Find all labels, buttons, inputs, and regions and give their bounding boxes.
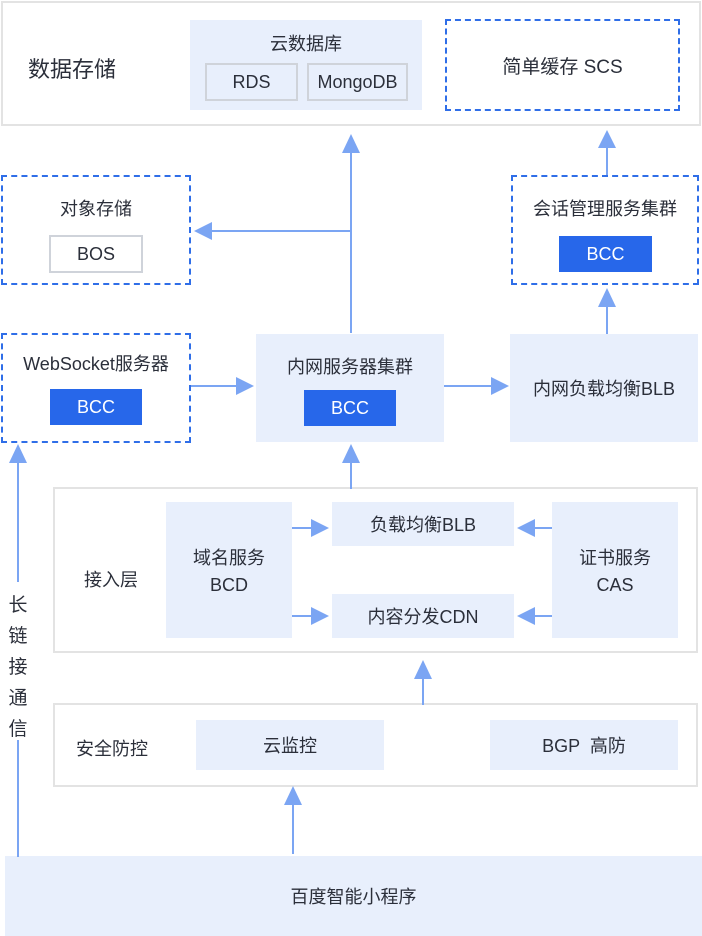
certificate-service-line2: CAS (596, 574, 634, 595)
object-storage-box (1, 175, 191, 285)
cdn-box: 内容分发CDN (332, 594, 514, 638)
long-connection-char: 通 (8, 688, 28, 709)
simple-cache-scs-box: 简单缓存 SCS (445, 19, 680, 111)
domain-service-bcd-box (166, 502, 292, 638)
arrowhead-up-icon (284, 786, 302, 805)
websocket-server-title: WebSocket服务器 (23, 354, 169, 374)
long-connection-char: 长 (8, 595, 28, 616)
arrowhead-up-icon (598, 130, 616, 148)
security-layer-label: 安全防控 (76, 739, 148, 759)
mongodb-box: MongoDB (307, 63, 408, 101)
domain-service-line2: BCD (209, 574, 248, 595)
session-cluster-title: 会话管理服务集群 (533, 199, 677, 219)
long-connection-char: 接 (8, 657, 28, 678)
intranet-cluster-title: 内网服务器集群 (287, 357, 413, 377)
arrowhead-up-icon (9, 444, 27, 463)
arrowhead-right-icon (236, 377, 254, 395)
session-bcc-badge: BCC (559, 236, 652, 272)
arrowhead-right-icon (491, 377, 509, 395)
certificate-service-cas-box (552, 502, 678, 638)
websocket-bcc-badge: BCC (50, 389, 142, 425)
access-layer-label: 接入层 (84, 570, 138, 590)
arrowhead-up-icon (342, 134, 360, 153)
long-connection-char: 信 (8, 719, 28, 740)
intranet-load-balancer-box: 内网负载均衡BLB (510, 334, 698, 442)
arrowhead-up-icon (414, 660, 432, 679)
baidu-smart-mini-program-box: 百度智能小程序 (5, 856, 702, 936)
arrowhead-right-icon (311, 607, 329, 625)
arrowhead-left-icon (517, 519, 535, 537)
bgp-anti-ddos-box: BGP 高防 (490, 720, 678, 770)
long-connection-char: 链 (8, 626, 28, 647)
arrowhead-up-icon (598, 288, 616, 307)
cloud-database-title: 云数据库 (270, 34, 342, 54)
object-storage-title: 对象存储 (60, 199, 132, 219)
arrowhead-right-icon (311, 519, 329, 537)
bos-box: BOS (49, 235, 143, 273)
arrowhead-left-icon (194, 222, 212, 240)
rds-box: RDS (205, 63, 298, 101)
cloud-monitor-box: 云监控 (196, 720, 384, 770)
long-connection-label: 长 链 接 通 信 (6, 590, 30, 745)
load-balancer-blb-box: 负载均衡BLB (332, 502, 514, 546)
certificate-service-line1: 证书服务 (579, 548, 651, 568)
arrowhead-left-icon (517, 607, 535, 625)
arrowhead-up-icon (342, 444, 360, 463)
intranet-bcc-badge: BCC (304, 390, 396, 426)
data-storage-label: 数据存储 (28, 57, 117, 82)
domain-service-line1: 域名服务 (193, 548, 265, 568)
cloud-database-group (190, 20, 422, 110)
